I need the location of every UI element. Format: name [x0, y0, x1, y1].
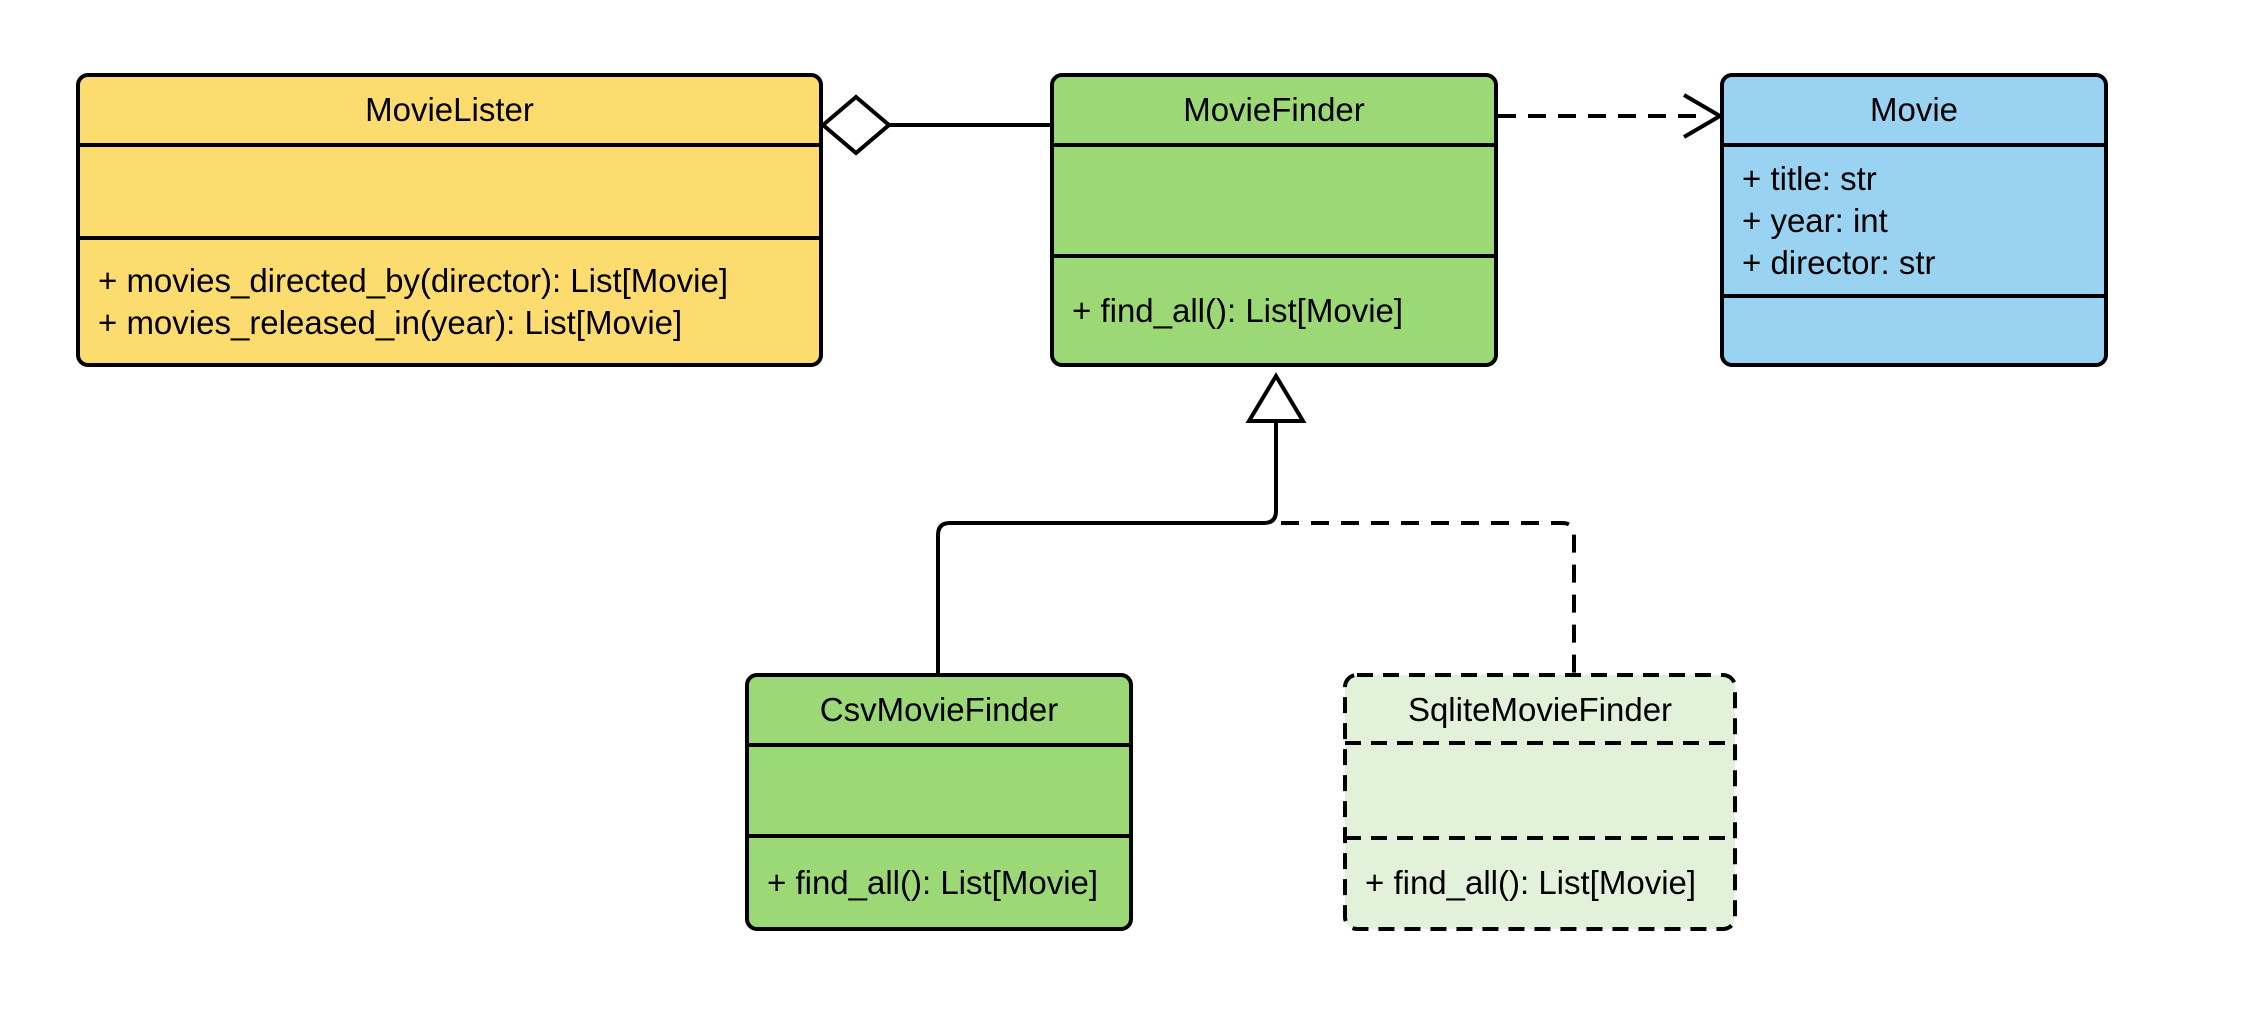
dashed-class-border [1343, 673, 1737, 931]
class-methods-compartment: + find_all(): List[Movie] [1054, 254, 1494, 363]
class-title: MovieLister [365, 91, 534, 128]
method-label: + find_all(): List[Movie] [767, 863, 1099, 901]
method-label: + find_all(): List[Movie] [1072, 291, 1404, 329]
generalization-solid-line [936, 421, 1278, 673]
generalization-triangle-icon [1245, 372, 1307, 423]
class-methods-compartment [1724, 294, 2104, 363]
sqlite-dashed-box-outline[interactable] [1343, 673, 1737, 931]
class-box-movielister[interactable]: MovieLister + movies_directed_by(directo… [76, 73, 823, 367]
method-label: + find_all(): List[Movie] [1365, 863, 1697, 901]
class-title: CsvMovieFinder [819, 691, 1059, 728]
class-methods-compartment: + find_all(): List[Movie] [1347, 834, 1733, 927]
class-attributes-compartment [1054, 143, 1494, 254]
class-box-movie[interactable]: Movie + title: str + year: int + directo… [1720, 73, 2108, 367]
class-title: MovieFinder [1183, 91, 1365, 128]
dependency-arrowhead-icon [1682, 93, 1724, 139]
generalization-connector-dashed[interactable] [1281, 521, 1576, 673]
generalization-dashed-line [1281, 521, 1576, 673]
attribute-label: + year: int [1742, 201, 1888, 239]
class-methods-compartment: + find_all(): List[Movie] [749, 834, 1129, 927]
attribute-label: + director: str [1742, 243, 1936, 281]
class-attributes-compartment [1347, 743, 1733, 834]
class-box-csvmoviefinder[interactable]: CsvMovieFinder + find_all(): List[Movie] [745, 673, 1133, 931]
dependency-connector[interactable] [1498, 93, 1724, 139]
method-label: + movies_directed_by(director): List[Mov… [98, 261, 728, 299]
class-box-sqlitemoviefinder[interactable]: SqliteMovieFinder + find_all(): List[Mov… [1343, 673, 1737, 931]
class-attributes-compartment [80, 143, 819, 236]
aggregation-diamond-icon [819, 94, 893, 156]
class-box-moviefinder[interactable]: MovieFinder + find_all(): List[Movie] [1050, 73, 1498, 367]
method-label: + movies_released_in(year): List[Movie] [98, 303, 683, 341]
generalization-connector-solid[interactable] [936, 372, 1307, 673]
aggregation-connector[interactable] [819, 94, 1050, 156]
class-title: Movie [1869, 91, 1959, 128]
class-attributes-compartment [749, 743, 1129, 834]
class-attributes-compartment: + title: str + year: int + director: str [1724, 143, 2104, 294]
class-title: SqliteMovieFinder [1407, 691, 1673, 728]
attribute-label: + title: str [1742, 159, 1877, 197]
class-methods-compartment: + movies_directed_by(director): List[Mov… [80, 236, 819, 363]
